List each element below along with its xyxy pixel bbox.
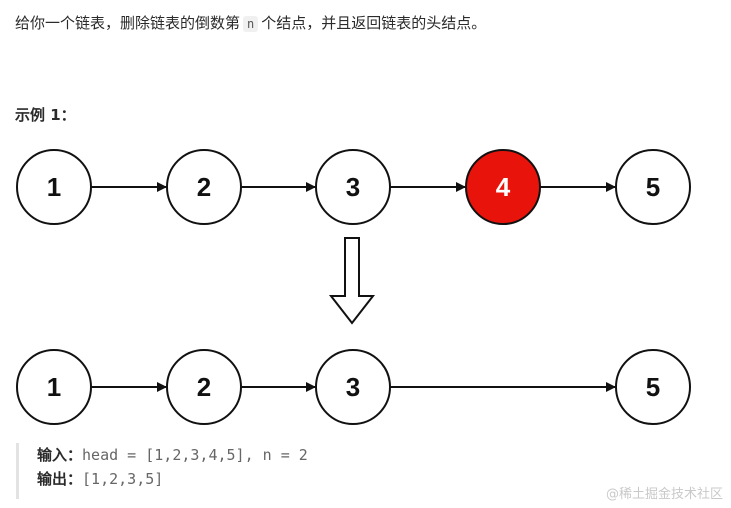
before-node-label-5: 5 <box>646 172 660 202</box>
after-node-1 <box>16 349 92 425</box>
linked-list-after: 1 2 3 5 <box>16 349 691 425</box>
input-line: 输入：head = [1,2,3,4,5], n = 2 <box>19 443 419 467</box>
after-node-2 <box>166 349 242 425</box>
output-value: [1,2,3,5] <box>82 470 164 488</box>
before-node-4-removed <box>465 149 541 225</box>
example-title: 示例 1： <box>15 106 76 124</box>
after-node-label-1: 1 <box>47 372 61 402</box>
after-node-label-2: 2 <box>197 372 211 402</box>
example-io-block: 输入：head = [1,2,3,4,5], n = 2 输出：[1,2,3,5… <box>16 443 419 499</box>
before-node-label-2: 2 <box>197 172 211 202</box>
after-node-3 <box>315 349 391 425</box>
description-text-after: 个结点，并且返回链表的头结点。 <box>261 14 487 32</box>
after-node-label-5: 5 <box>646 372 660 402</box>
watermark: @稀土掘金技术社区 <box>605 487 723 502</box>
n-inline-code: n <box>243 16 259 32</box>
output-label: 输出： <box>37 470 83 488</box>
before-node-label-1: 1 <box>47 172 61 202</box>
linked-list-before: 1 2 3 4 5 <box>16 149 691 225</box>
output-line: 输出：[1,2,3,5] <box>19 467 419 491</box>
before-node-label-4: 4 <box>496 172 511 202</box>
after-node-label-3: 3 <box>346 372 360 402</box>
transform-down-arrow <box>328 237 376 325</box>
input-value: head = [1,2,3,4,5], n = 2 <box>82 446 308 464</box>
before-node-2 <box>166 149 242 225</box>
before-node-label-3: 3 <box>346 172 360 202</box>
before-node-3 <box>315 149 391 225</box>
after-node-5 <box>615 349 691 425</box>
before-node-1 <box>16 149 92 225</box>
description-text-before: 给你一个链表，删除链表的倒数第 <box>15 14 241 32</box>
input-label: 输入： <box>37 446 83 464</box>
before-node-5 <box>615 149 691 225</box>
